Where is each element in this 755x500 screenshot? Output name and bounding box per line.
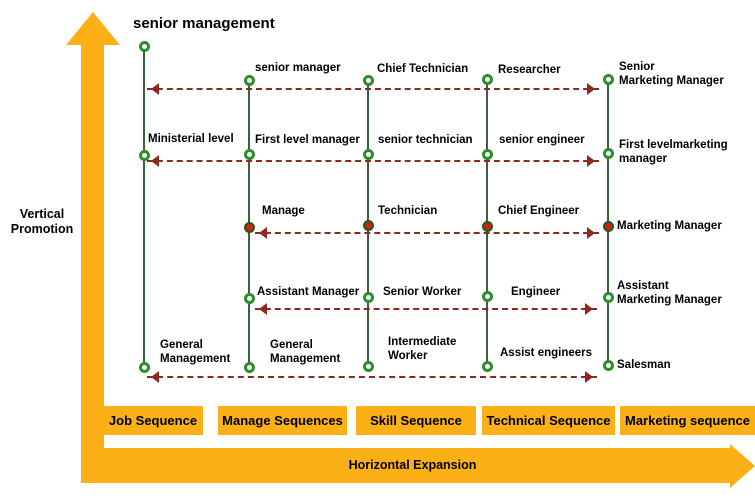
label-intermediate-worker: Intermediate Worker bbox=[388, 336, 457, 363]
career-line-job bbox=[143, 46, 145, 367]
label-first-level-manager: First level manager bbox=[255, 134, 360, 146]
sequence-box-technical: Technical Sequence bbox=[482, 406, 615, 435]
label-assistant-manager: Assistant Manager bbox=[257, 286, 360, 298]
node-researcher bbox=[482, 74, 493, 85]
lateral-arrow-level5 bbox=[147, 83, 599, 95]
lateral-arrow-level2 bbox=[255, 303, 597, 315]
node-senior-technician bbox=[363, 149, 374, 160]
lateral-arrow-level3 bbox=[255, 227, 599, 239]
label-assist-engineers: Assist engineers bbox=[500, 347, 593, 359]
label-senior-marketing-manager: Senior Marketing Manager bbox=[619, 61, 724, 88]
node-technician bbox=[363, 220, 374, 231]
node-senior-management bbox=[139, 41, 150, 52]
label-ministerial-level: Ministerial level bbox=[148, 133, 234, 145]
node-senior-manager bbox=[244, 75, 255, 86]
node-assistant-marketing-manager bbox=[603, 292, 614, 303]
label-senior-worker: Senior Worker bbox=[383, 286, 462, 298]
label-assistant-marketing-manager: Assistant Marketing Manager bbox=[617, 280, 722, 307]
node-ministerial-level bbox=[139, 150, 150, 161]
label-technician: Technician bbox=[378, 205, 438, 217]
node-senior-marketing-manager bbox=[603, 74, 614, 85]
lateral-arrow-level4 bbox=[147, 155, 599, 167]
sequence-box-skill: Skill Sequence bbox=[356, 406, 476, 435]
label-salesman: Salesman bbox=[617, 359, 671, 371]
node-intermediate-worker bbox=[363, 361, 374, 372]
node-chief-technician bbox=[363, 75, 374, 86]
node-assistant-manager bbox=[244, 293, 255, 304]
label-chief-engineer: Chief Engineer bbox=[498, 205, 580, 217]
label-engineer: Engineer bbox=[511, 286, 561, 298]
label-general-management-job: General Management bbox=[160, 339, 231, 366]
diagram-title: senior management bbox=[133, 15, 275, 32]
label-general-management-manage: General Management bbox=[270, 339, 341, 366]
up-arrowhead-icon bbox=[66, 12, 120, 45]
sequence-box-marketing: Marketing sequence bbox=[620, 406, 755, 435]
lateral-arrow-level1 bbox=[147, 371, 597, 383]
vertical-axis-label: Vertical Promotion bbox=[10, 207, 74, 236]
vertical-axis-arrow-shaft bbox=[81, 44, 104, 483]
label-senior-manager: senior manager bbox=[255, 62, 341, 74]
node-salesman bbox=[603, 360, 614, 371]
node-assist-engineers bbox=[482, 361, 493, 372]
label-senior-technician: senior technician bbox=[378, 134, 473, 146]
node-chief-engineer bbox=[482, 221, 493, 232]
horizontal-axis-label: Horizontal Expansion bbox=[348, 458, 477, 472]
label-senior-engineer: senior engineer bbox=[499, 134, 585, 146]
label-first-level-marketing-manager: First levelmarketing manager bbox=[619, 139, 728, 166]
horizontal-axis-arrow-shaft: Horizontal Expansion bbox=[95, 448, 730, 483]
node-general-management-manage bbox=[244, 362, 255, 373]
node-engineer bbox=[482, 291, 493, 302]
label-chief-technician: Chief Technician bbox=[377, 63, 469, 75]
label-marketing-manager: Marketing Manager bbox=[617, 220, 722, 232]
node-general-management-job bbox=[139, 362, 150, 373]
right-arrowhead-icon bbox=[730, 444, 755, 488]
node-first-level-marketing-manager bbox=[603, 148, 614, 159]
label-researcher: Researcher bbox=[498, 64, 561, 76]
node-senior-worker bbox=[363, 292, 374, 303]
sequence-box-job: Job Sequence bbox=[103, 406, 203, 435]
node-manage bbox=[244, 222, 255, 233]
node-senior-engineer bbox=[482, 149, 493, 160]
sequence-box-manage: Manage Sequences bbox=[218, 406, 347, 435]
node-first-level-manager bbox=[244, 149, 255, 160]
node-marketing-manager bbox=[603, 221, 614, 232]
label-manage: Manage bbox=[262, 205, 305, 217]
